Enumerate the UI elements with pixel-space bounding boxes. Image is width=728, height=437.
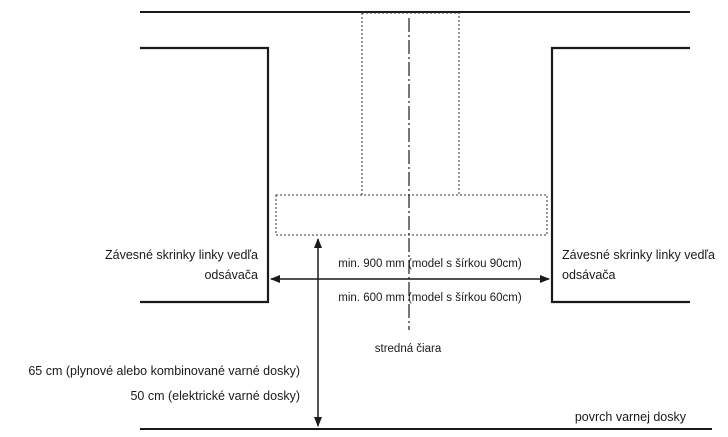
hood-chimney-outline xyxy=(361,12,460,196)
width-60-label: min. 600 mm (model s šírkou 60cm) xyxy=(338,292,522,304)
right-cabinet-label-line1: Závesné skrinky linky vedľa xyxy=(562,248,715,262)
width-90-label: min. 900 mm (model s šírkou 90cm) xyxy=(338,258,522,270)
left-wall-cabinet xyxy=(140,46,270,304)
cooktop-surface-label: povrch varnej dosky xyxy=(575,410,687,424)
left-cabinet-label-line2: odsávača xyxy=(204,268,258,282)
centerline-label: stredná čiara xyxy=(375,343,442,355)
left-cabinet-label-line1: Závesné skrinky linky vedľa xyxy=(105,248,258,262)
height-gas-label: 65 cm (plynové alebo kombinované varné d… xyxy=(28,364,300,378)
right-wall-cabinet xyxy=(550,46,690,304)
hood-canopy-outline xyxy=(275,194,548,236)
right-cabinet-label-line2: odsávača xyxy=(562,268,616,282)
height-electric-label: 50 cm (elektrické varné dosky) xyxy=(130,389,300,403)
